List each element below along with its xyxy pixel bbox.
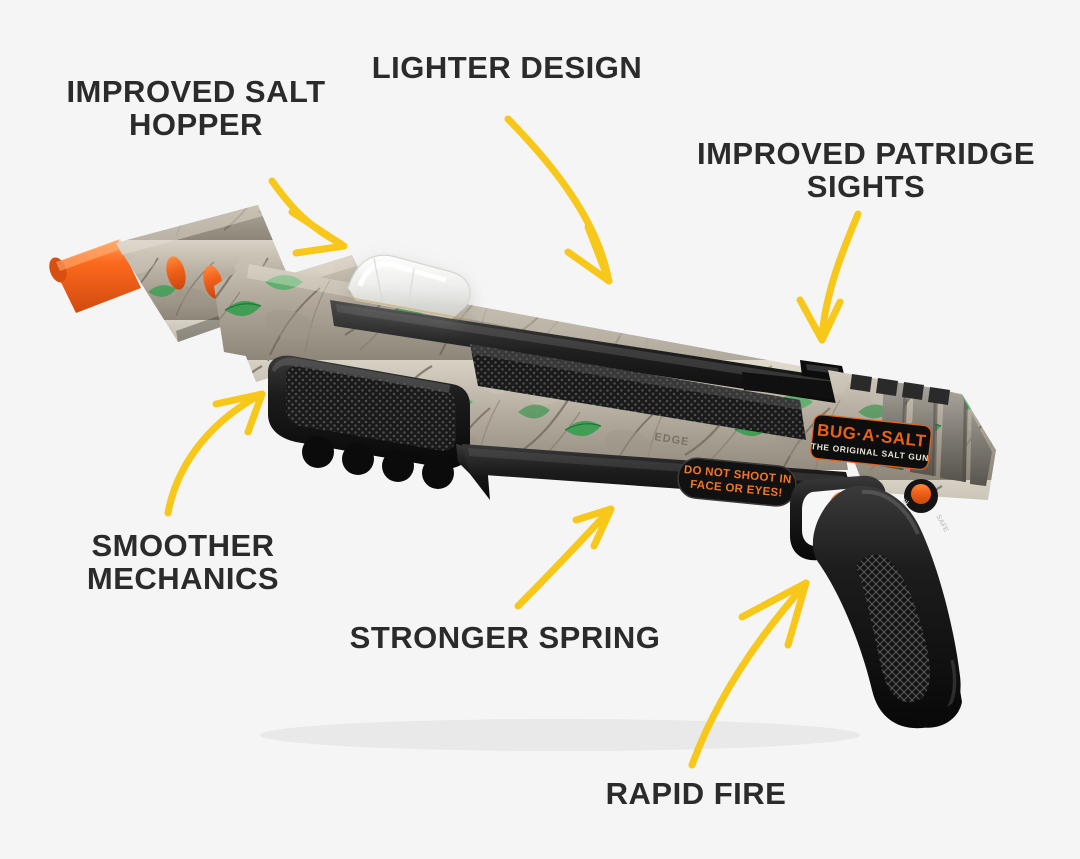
arrow-improved-salt-hopper [268, 177, 348, 257]
callout-smoother-mechanics: SMOOTHER MECHANICS [86, 528, 280, 596]
callout-rapid-fire: RAPID FIRE [605, 776, 787, 811]
warning-label: DO NOT SHOOT IN FACE OR EYES! [677, 457, 797, 507]
salt-hopper [347, 254, 471, 321]
arrow-improved-patridge-sights [796, 210, 862, 344]
grip-butt [916, 690, 962, 728]
muzzle-tip [49, 239, 141, 313]
callout-stronger-spring: STRONGER SPRING [349, 620, 661, 655]
brand-badge: BUG·A·SALT THE ORIGINAL SALT GUN [810, 414, 932, 470]
arrow-lighter-design [504, 115, 613, 285]
callout-lighter-design: LIGHTER DESIGN [371, 50, 643, 85]
pistol-grip [812, 485, 961, 729]
camo-brand-text: EDGE [654, 431, 691, 448]
arrow-stronger-spring [514, 505, 615, 610]
arrow-smoother-mechanics [164, 390, 266, 517]
callout-improved-salt-hopper: IMPROVED SALT HOPPER [66, 74, 326, 142]
callout-improved-patridge-sights: IMPROVED PATRIDGE SIGHTS [696, 136, 1036, 204]
arrow-rapid-fire [688, 579, 810, 769]
